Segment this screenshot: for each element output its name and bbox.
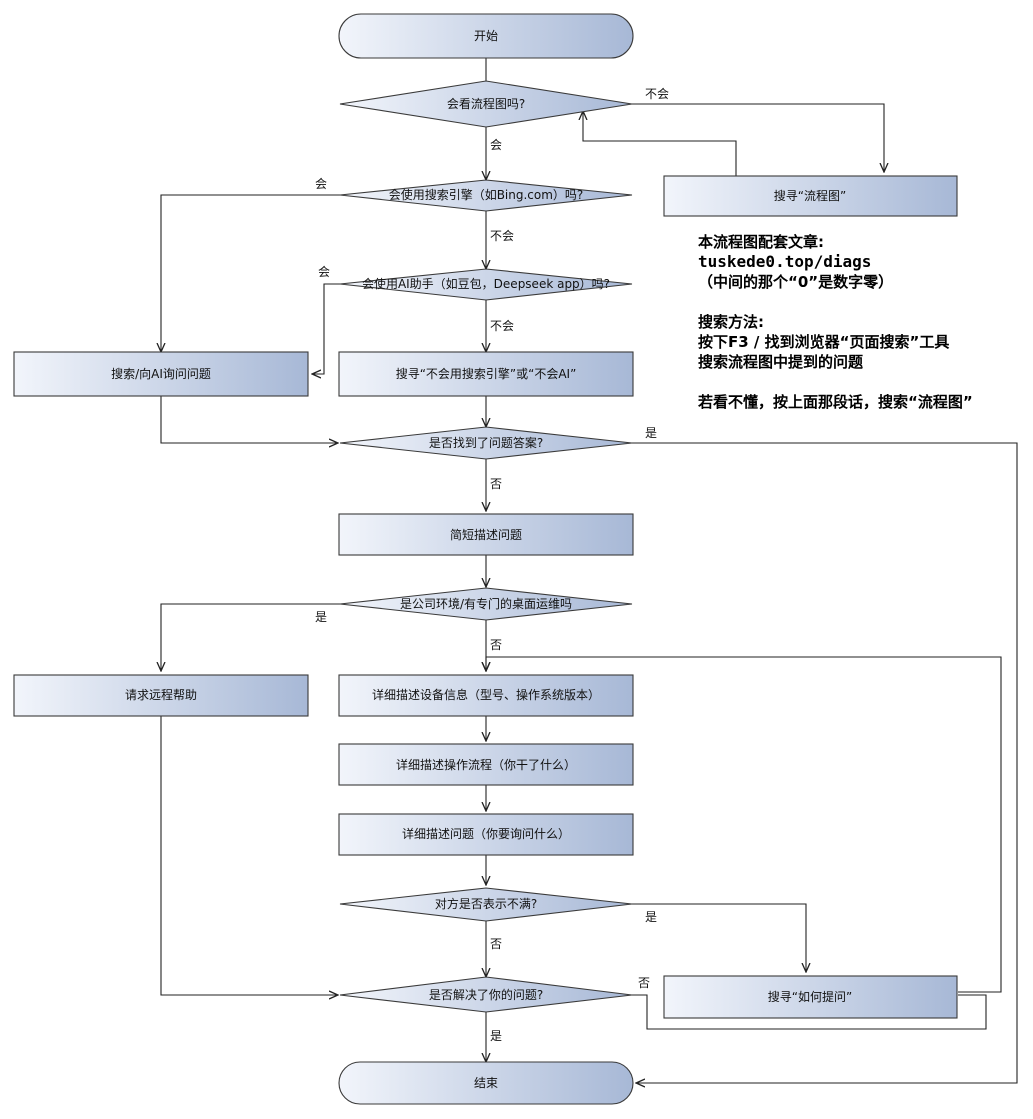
decision-search-engine [339, 179, 633, 212]
note-search-heading: 搜索方法: [698, 313, 764, 331]
edge-unhappy-yes-to-how-ask [630, 903, 806, 972]
decision-ai [339, 268, 633, 301]
decision-company [339, 587, 633, 621]
search-no-engine-ai-label: 搜寻“不会用搜索引擎”或“不会AI” [396, 366, 577, 381]
edge-label-unhappy-yes: 是 [645, 910, 657, 924]
note-article-heading: 本流程图配套文章: [698, 233, 824, 251]
detail-problem-label: 详细描述问题（你要询问什么） [402, 826, 570, 841]
edge-label-engine-yes: 会 [315, 177, 327, 191]
process-search-ask-ai [13, 351, 309, 397]
note-spacer-2 [698, 372, 1028, 392]
info-note: 本流程图配套文章: tuskede0.top/diags （中间的那个“0”是数… [698, 232, 1028, 412]
detail-device-label: 详细描述设备信息（型号、操作系统版本） [372, 687, 600, 702]
note-spacer [698, 292, 1028, 312]
unhappy-label: 对方是否表示不满? [435, 896, 537, 911]
edge-search-back-to-read [583, 111, 737, 176]
search-flowchart-label: 搜寻“流程图” [774, 188, 846, 203]
edge-label-ai-yes: 会 [318, 265, 330, 279]
search-ask-ai-label: 搜索/向AI询问问题 [111, 366, 211, 381]
process-detail-steps [338, 743, 634, 786]
edge-label-found-yes: 是 [645, 426, 657, 440]
note-article-link[interactable]: tuskede0.top/diags [698, 252, 872, 271]
note-fallback: 若看不懂，按上面那段话，搜索“流程图” [698, 393, 973, 411]
edge-read-no-to-search [630, 103, 884, 172]
edge-label-engine-no: 不会 [490, 229, 514, 243]
edge-engine-yes-to-search-ask [161, 194, 340, 352]
end-node [338, 1061, 634, 1105]
process-search-flowchart [663, 175, 958, 217]
edge-how-ask-to-device [486, 656, 1002, 993]
found-answer-label: 是否找到了问题答案? [429, 435, 543, 450]
edges [160, 58, 1018, 1083]
process-remote-help [13, 674, 309, 717]
edge-found-yes-to-end [630, 442, 1018, 1083]
decision-read-flowchart [339, 80, 633, 128]
edge-solved-no-loop [630, 994, 987, 1030]
note-search-step-2: 搜索流程图中提到的问题 [698, 353, 864, 371]
edge-label-company-yes: 是 [315, 610, 327, 624]
edge-search-ask-to-found [160, 396, 338, 443]
edge-company-yes-to-remote [161, 603, 340, 671]
edge-remote-to-solved [160, 716, 338, 995]
search-engine-label: 会使用搜索引擎（如Bing.com）吗? [389, 187, 584, 202]
brief-describe-label: 简短描述问题 [450, 528, 522, 542]
process-detail-problem [338, 813, 634, 856]
process-search-how-ask [663, 975, 958, 1019]
read-flowchart-label: 会看流程图吗? [447, 96, 525, 111]
start-node [338, 13, 634, 59]
remote-help-label: 请求远程帮助 [125, 687, 197, 702]
decision-unhappy [339, 887, 633, 922]
decision-found-answer [339, 426, 633, 460]
process-detail-device [338, 674, 634, 717]
note-search-step-1: 按下F3 / 找到浏览器“页面搜索”工具 [698, 333, 950, 351]
process-brief-describe [338, 513, 634, 556]
ai-label: 会使用AI助手（如豆包，Deepseek app）吗? [362, 276, 610, 291]
edge-label-unhappy-no: 否 [490, 937, 502, 951]
edge-label-ai-no: 不会 [490, 319, 514, 333]
edge-label-company-no: 否 [490, 638, 502, 652]
company-label: 是公司环境/有专门的桌面运维吗 [400, 596, 572, 611]
decision-solved [339, 976, 633, 1013]
edge-label-solved-no: 否 [638, 976, 650, 990]
edge-label-read-yes: 会 [490, 138, 502, 152]
edge-label-solved-yes: 是 [490, 1029, 502, 1043]
edge-label-read-no: 不会 [645, 87, 669, 101]
edge-ai-yes-to-search-ask [312, 283, 340, 374]
process-search-no-engine-ai [338, 351, 634, 397]
start-label: 开始 [474, 29, 498, 43]
solved-label: 是否解决了你的问题? [429, 987, 543, 1002]
edge-label-found-no: 否 [490, 477, 502, 491]
detail-steps-label: 详细描述操作流程（你干了什么） [396, 757, 576, 772]
note-zero-hint: （中间的那个“0”是数字零） [698, 273, 894, 291]
search-how-ask-label: 搜寻“如何提问” [768, 989, 852, 1004]
end-label: 结束 [474, 1076, 498, 1090]
